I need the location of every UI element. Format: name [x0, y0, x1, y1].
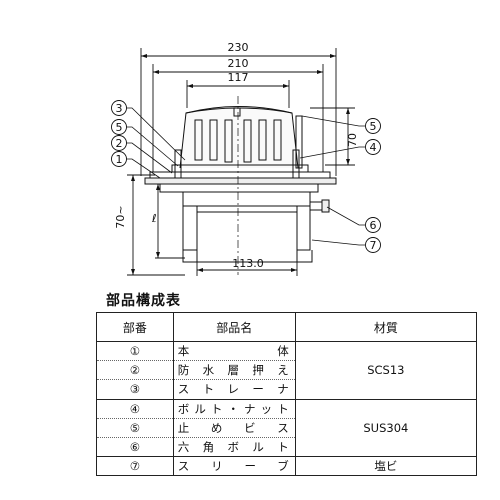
dim-70-right: 70: [346, 133, 359, 147]
part-name: スリーブ: [172, 456, 296, 477]
parts-table: 部番 部品名 材質 ① 本体 SCS13 ② 防水層押え ③ ストレーナ ④ ボ…: [96, 312, 478, 477]
callouts: [111, 100, 381, 253]
part-number: ①: [96, 340, 174, 362]
part-number: ④: [96, 398, 174, 419]
callout-7: 7: [370, 239, 377, 252]
table-row: ② 防水層押え: [96, 360, 477, 381]
dimension-arrows: [131, 54, 350, 275]
callout-3: 3: [116, 102, 123, 115]
callout-4: 4: [370, 141, 377, 154]
part-name: 六角ボルト: [172, 436, 296, 458]
part-name: 止めビス: [172, 417, 296, 438]
header-part-number: 部番: [96, 312, 174, 342]
material-cell: 塩ビ: [294, 456, 478, 477]
header-material: 材質: [294, 312, 478, 342]
table-row: ③ ストレーナ: [96, 379, 477, 400]
drain-body: [144, 96, 337, 275]
part-name: 本体: [172, 340, 296, 362]
table-row: ⑦ スリーブ 塩ビ: [96, 456, 478, 477]
parts-table-title: 部品構成表: [106, 293, 181, 309]
dim-l: ℓ: [151, 212, 157, 225]
roof-drain-drawing: 3 5 2 1 5 4 6 7 230 210 117 70 70~ ℓ 113…: [111, 41, 381, 276]
material-cell: SCS13: [294, 341, 478, 400]
dim-113: 113.0: [232, 257, 264, 270]
part-number: ②: [96, 360, 174, 381]
table-row: ⑤ 止めビス: [96, 417, 477, 438]
part-number: ⑦: [96, 456, 174, 477]
header-part-name: 部品名: [172, 312, 296, 342]
dim-117: 117: [228, 71, 249, 84]
dim-230: 230: [228, 41, 249, 54]
callout-1: 1: [116, 153, 123, 166]
part-number: ⑥: [96, 436, 174, 458]
table-row: ④ ボルト・ナット SUS304: [96, 398, 478, 458]
material-cell: SUS304: [294, 398, 478, 458]
table-row: ① 本体 SCS13: [96, 340, 478, 400]
callout-6: 6: [370, 219, 377, 232]
callout-5-right: 5: [370, 120, 377, 133]
leader-lines: [126, 107, 365, 246]
table-row: ⑥ 六角ボルト: [96, 436, 477, 458]
part-number: ⑤: [96, 417, 174, 438]
parts-table-header: 部番 部品名 材質: [96, 312, 478, 342]
part-number: ③: [96, 379, 174, 400]
part-name: ボルト・ナット: [172, 398, 296, 419]
part-name: 防水層押え: [172, 360, 296, 381]
dim-70-left: 70~: [114, 205, 127, 228]
callout-5-left: 5: [116, 121, 123, 134]
part-name: ストレーナ: [172, 379, 296, 400]
dim-210: 210: [228, 57, 249, 70]
callout-2: 2: [116, 137, 123, 150]
